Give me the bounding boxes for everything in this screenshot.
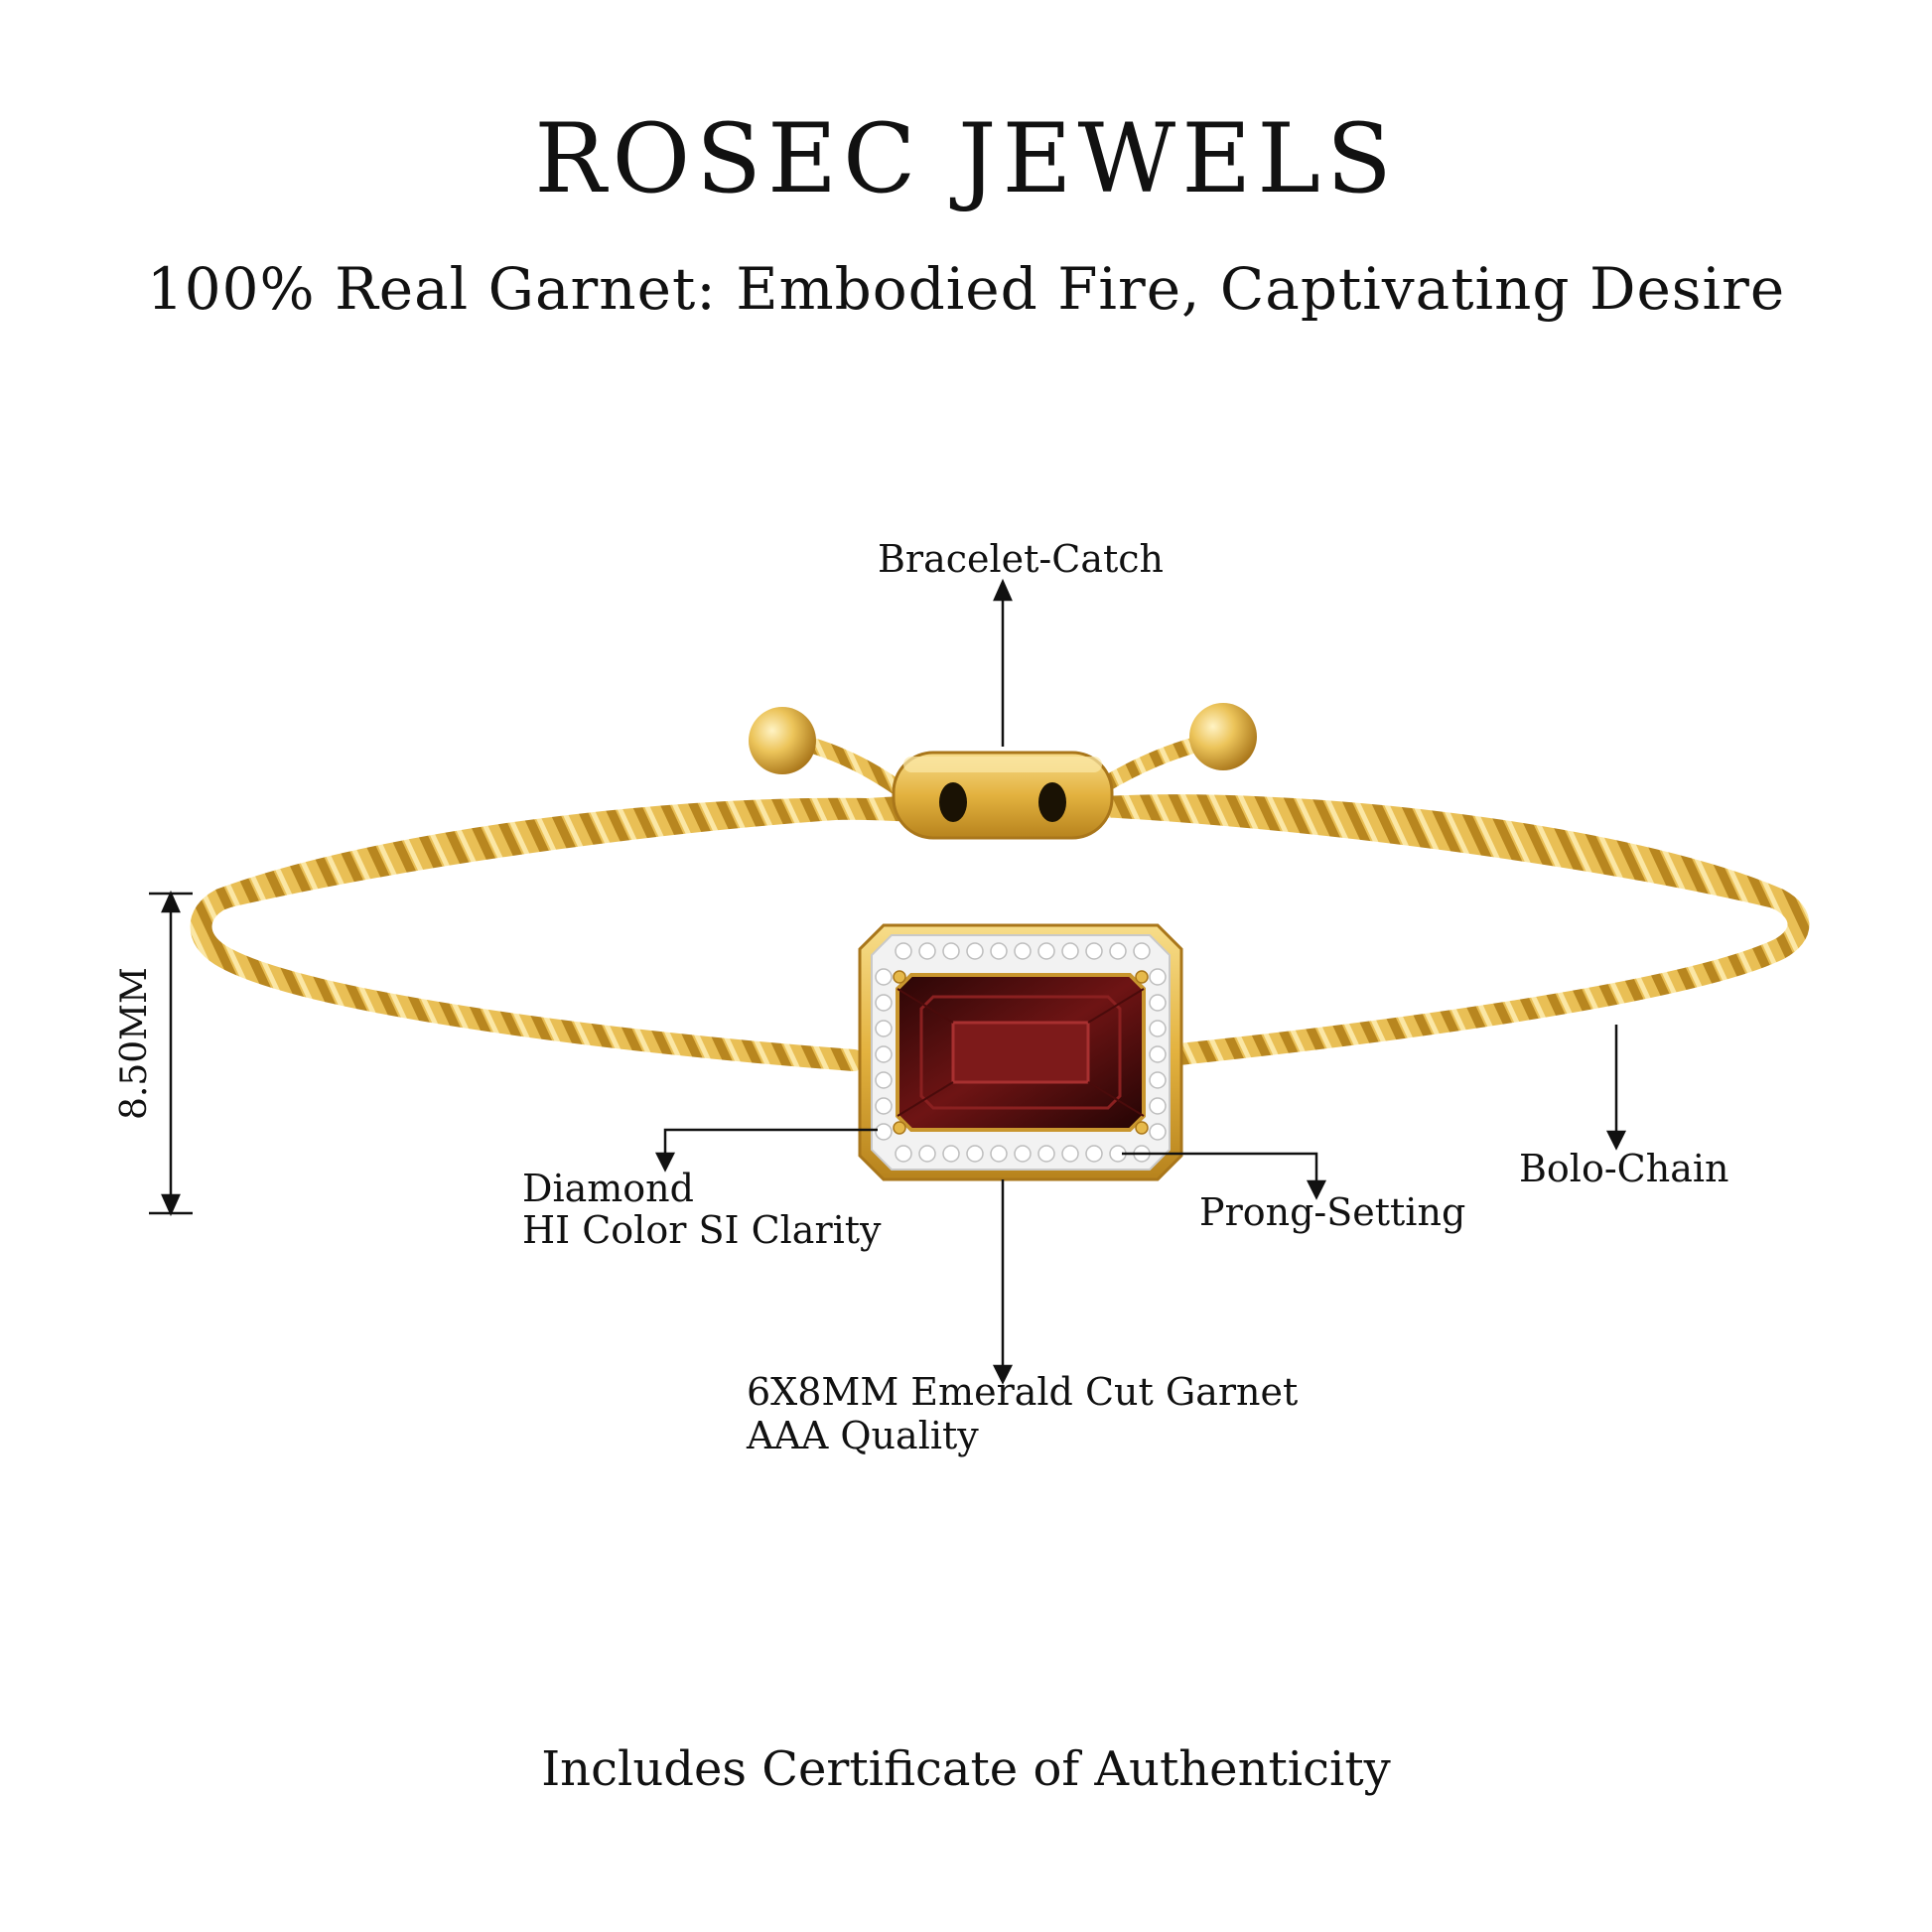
label-garnet: 6X8MM Emerald Cut Garnet AAA Quality xyxy=(747,1370,1298,1457)
brand-title: ROSEC JEWELS xyxy=(534,103,1398,214)
label-bolo-chain: Bolo-Chain xyxy=(1519,1147,1729,1190)
dimension-arrow-icon xyxy=(161,890,181,913)
label-diamond-line1: Diamond xyxy=(522,1167,694,1210)
arrow-up-icon xyxy=(993,578,1013,602)
label-garnet-line1: 6X8MM Emerald Cut Garnet xyxy=(747,1370,1299,1414)
emerald-cut-garnet xyxy=(896,973,1146,1132)
chain-right-lower xyxy=(1077,794,1810,1067)
end-ball-left xyxy=(749,707,816,774)
chain-left-upper xyxy=(217,796,904,909)
label-dimension: 8.50MM xyxy=(114,967,155,1120)
label-diamond-line2: HI Color SI Clarity xyxy=(522,1208,882,1252)
label-garnet-line2: AAA Quality xyxy=(747,1414,979,1457)
tagline: 100% Real Garnet: Embodied Fire, Captiva… xyxy=(146,255,1786,323)
certificate-note: Includes Certificate of Authenticity xyxy=(541,1741,1391,1797)
callout-lines xyxy=(149,578,1627,1385)
chain-right-upper xyxy=(1081,796,1782,909)
diamond-halo xyxy=(875,942,1167,1163)
label-diamond: Diamond HI Color SI Clarity xyxy=(522,1168,882,1251)
arrow-down-icon xyxy=(654,1152,676,1173)
end-ball-right xyxy=(1189,703,1257,770)
halo-setting xyxy=(858,923,1183,1181)
prongs xyxy=(893,970,1149,1135)
bracelet-catch-slider xyxy=(892,751,1114,840)
label-prong-setting: Prong-Setting xyxy=(1199,1190,1466,1234)
label-bracelet-catch: Bracelet-Catch xyxy=(878,537,1165,581)
